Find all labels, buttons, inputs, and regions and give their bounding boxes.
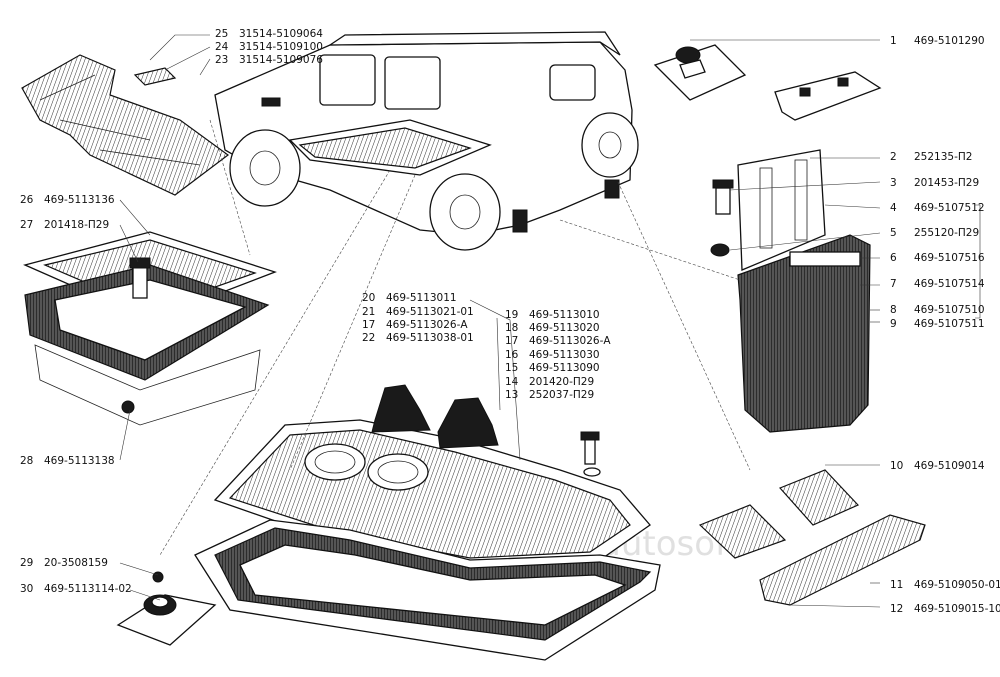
callout-number: 8 [890, 304, 897, 316]
callout-part-code: 201420-П29 [529, 376, 594, 388]
callout-number: 2 [890, 151, 897, 163]
callout-number: 9 [890, 318, 897, 330]
callout-part-code: 469-5113020 [529, 322, 600, 334]
callout-number: 5 [890, 227, 897, 239]
callout-number: 4 [890, 202, 897, 214]
callout-number: 25 [215, 28, 228, 40]
callout-part-code: 469-5113026-А [529, 335, 611, 347]
callout-part-code: 469-5113011 [386, 292, 457, 304]
callout-part-code: 469-5107510 [914, 304, 985, 316]
callout-part-code: 31514-5109064 [239, 28, 323, 40]
callout-number: 19 [505, 309, 518, 321]
callout-number: 17 [362, 319, 375, 331]
callout-number: 27 [20, 219, 33, 231]
callout-number: 12 [890, 603, 903, 615]
callout-part-code: 31514-5109076 [239, 54, 323, 66]
callout-number: 6 [890, 252, 897, 264]
callout-number: 3 [890, 177, 897, 189]
callout-number: 20 [362, 292, 375, 304]
callout-number: 18 [505, 322, 518, 334]
callout-number: 10 [890, 460, 903, 472]
callout-part-code: 20-3508159 [44, 557, 108, 569]
callout-part-code: 469-5113136 [44, 194, 115, 206]
callout-part-code: 31514-5109100 [239, 41, 323, 53]
callout-number: 11 [890, 579, 903, 591]
callout-number: 29 [20, 557, 33, 569]
callout-part-code: 469-5107511 [914, 318, 985, 330]
callout-part-code: 469-5107512 [914, 202, 985, 214]
callout-part-code: 255120-П29 [914, 227, 979, 239]
callout-number: 7 [890, 278, 897, 290]
callout-part-code: 469-5109015-10 [914, 603, 1000, 615]
mudflap-group [710, 149, 871, 433]
engine-cover-group [194, 384, 661, 661]
callout-part-code: 469-5101290 [914, 35, 985, 47]
floor-mats-rear-group [698, 469, 926, 606]
callout-number: 22 [362, 332, 375, 344]
callout-part-code: 201418-П29 [44, 219, 109, 231]
callout-number: 14 [505, 376, 519, 388]
callout-part-code: 469-5113030 [529, 349, 600, 361]
callout-number: 23 [215, 54, 228, 66]
callout-number: 28 [20, 455, 33, 467]
callout-number: 21 [362, 306, 375, 318]
floor-mat-front-group [21, 54, 230, 196]
callout-part-code: 469-5109014 [914, 460, 985, 472]
callout-part-code: 469-5113138 [44, 455, 115, 467]
callout-number: 16 [505, 349, 519, 361]
callout-number: 1 [890, 35, 897, 47]
callout-part-code: 469-5113026-А [386, 319, 468, 331]
callout-part-code: 469-5113010 [529, 309, 600, 321]
callout-number: 24 [215, 41, 229, 53]
callout-number: 17 [505, 335, 518, 347]
drain-plug-group [116, 571, 217, 646]
callout-part-code: 469-5107516 [914, 252, 985, 264]
vehicle-illustration [214, 31, 639, 251]
plug-part-1 [653, 44, 882, 121]
callout-part-code: 469-5113038-01 [386, 332, 474, 344]
callout-part-code: 201453-П29 [914, 177, 979, 189]
callout-number: 30 [20, 583, 33, 595]
callout-part-code: 469-5109050-01 [914, 579, 1000, 591]
hatch-cover-group [23, 231, 277, 426]
leader-lines [119, 34, 981, 608]
callout-part-code: 252037-П29 [529, 389, 594, 401]
callout-number: 26 [20, 194, 34, 206]
callout-part-code: 469-5113114-02 [44, 583, 132, 595]
callout-part-code: 469-5107514 [914, 278, 985, 290]
callout-part-code: 252135-П2 [914, 151, 972, 163]
callout-part-code: 469-5113090 [529, 362, 600, 374]
callout-number: 15 [505, 362, 518, 374]
callout-number: 13 [505, 389, 518, 401]
callout-part-code: 469-5113021-01 [386, 306, 474, 318]
callout-labels: 1 469-5101290 2 252135-П2 3 201453-П29 4 469-51… [20, 28, 1000, 615]
